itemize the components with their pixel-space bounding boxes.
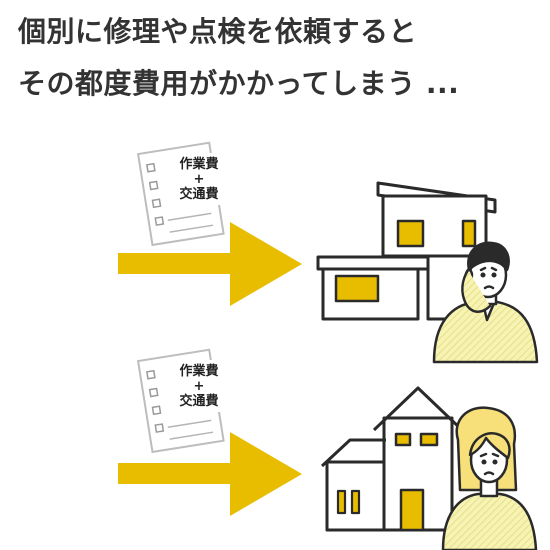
headline-line-1: 個別に修理や点検を依頼すると <box>18 15 418 48</box>
memo-work-fee: 作業費 <box>179 156 218 172</box>
memo-plus: + <box>194 379 205 394</box>
memo-travel-fee: 交通費 <box>179 393 218 409</box>
memo-icon: 作業費 + 交通費 <box>136 348 225 454</box>
headline: 個別に修理や点検を依頼すると その都度費用がかかってしまう ... <box>18 6 538 110</box>
house-icon <box>320 386 464 532</box>
arrow-icon <box>118 222 302 306</box>
memo-icon: 作業費 + 交通費 <box>136 141 225 247</box>
memo-travel-fee: 交通費 <box>179 186 218 202</box>
worried-woman-icon <box>441 406 538 550</box>
arrow-icon <box>118 432 302 516</box>
headline-line-2: その都度費用がかかってしまう ... <box>18 67 460 100</box>
memo-work-fee: 作業費 <box>179 363 218 379</box>
worried-man-icon <box>432 241 539 364</box>
memo-plus: + <box>194 172 205 187</box>
